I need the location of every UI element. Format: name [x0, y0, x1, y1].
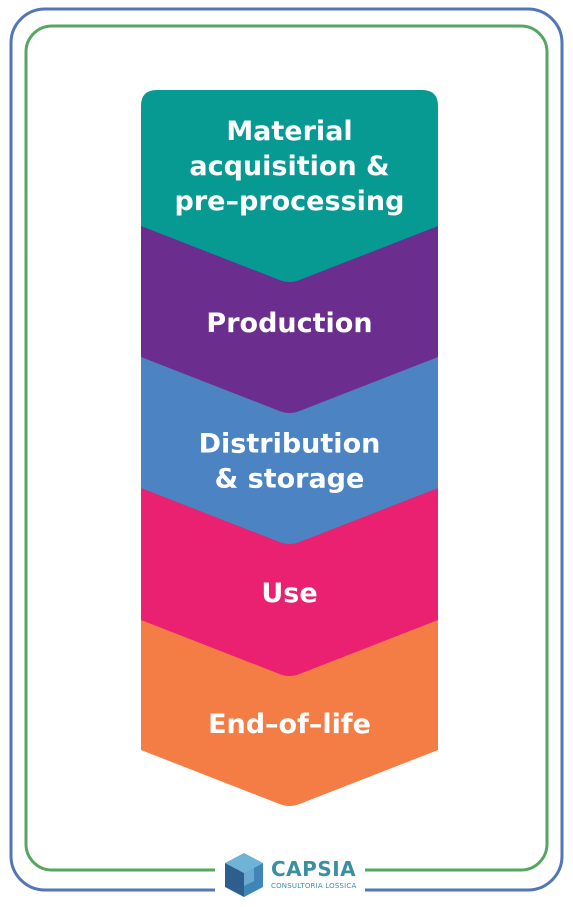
- stage-label-end-of-life: End–of–life: [208, 709, 371, 740]
- stage-material-acquisition: [141, 90, 438, 282]
- logo-name: CAPSIA: [271, 857, 357, 881]
- stages-layer: Material acquisition & pre–processingProdu…: [141, 90, 438, 806]
- logo-subtitle: CONSULTORIA LOSSICA: [271, 882, 357, 890]
- stage-label-material-acquisition: Material: [226, 116, 352, 147]
- cube-icon: [225, 853, 263, 897]
- capsia-logo: CAPSIA CONSULTORIA LOSSICA: [215, 845, 365, 907]
- stage-label-distribution-storage: Distribution: [199, 429, 381, 460]
- stage-use: [141, 488, 438, 676]
- stage-label-use: Use: [261, 578, 317, 609]
- stage-label-material-acquisition: pre–processing: [175, 186, 405, 217]
- stage-end-of-life: [141, 620, 438, 806]
- stage-label-distribution-storage: & storage: [215, 464, 365, 495]
- stage-label-production: Production: [206, 308, 372, 339]
- stage-label-material-acquisition: acquisition &: [189, 151, 389, 182]
- stage-production: [141, 226, 438, 413]
- stage-distribution-storage: [141, 357, 438, 544]
